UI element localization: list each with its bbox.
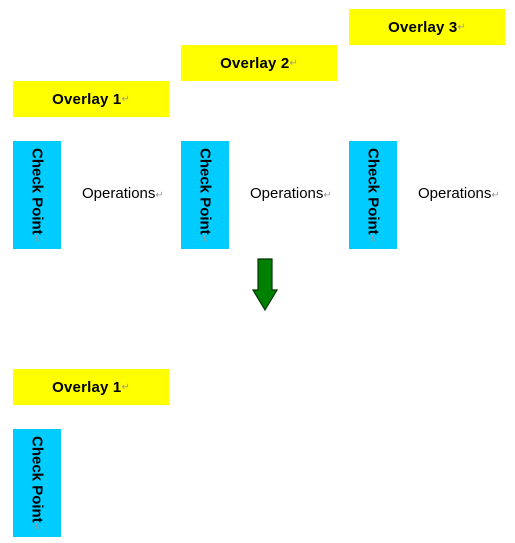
- operations-3-label: Operations↵: [418, 185, 500, 202]
- arrow-down-icon: [252, 258, 278, 312]
- paragraph-mark-icon: ↵: [491, 190, 500, 201]
- arrow-down-shape: [252, 258, 278, 312]
- paragraph-mark-icon: ↵: [323, 190, 332, 201]
- result-checkpoint-box: Check Point↵: [13, 429, 61, 537]
- operations-2-label: Operations↵: [250, 185, 332, 202]
- overlay-3-label: Overlay 3: [388, 18, 458, 36]
- checkpoint-1-box: Check Point↵: [13, 141, 61, 249]
- checkpoint-3-box: Check Point↵: [349, 141, 397, 249]
- operations-1-label: Operations↵: [82, 185, 164, 202]
- paragraph-mark-icon: ↵: [121, 381, 130, 393]
- overlay-2-box: Overlay 2↵: [181, 45, 337, 81]
- overlay-1-box: Overlay 1↵: [13, 81, 169, 117]
- result-checkpoint-label: Check Point↵: [28, 435, 46, 531]
- checkpoint-3-label: Check Point↵: [364, 147, 382, 243]
- overlay-3-box: Overlay 3↵: [349, 9, 505, 45]
- paragraph-mark-icon: ↵: [121, 93, 130, 105]
- result-overlay-1-label: Overlay 1: [52, 378, 122, 396]
- paragraph-mark-icon: ↵: [367, 234, 378, 243]
- checkpoint-2-box: Check Point↵: [181, 141, 229, 249]
- paragraph-mark-icon: ↵: [155, 190, 164, 201]
- checkpoint-1-label: Check Point↵: [28, 147, 46, 243]
- paragraph-mark-icon: ↵: [457, 21, 466, 33]
- paragraph-mark-icon: ↵: [31, 522, 42, 531]
- checkpoint-2-label: Check Point↵: [196, 147, 214, 243]
- overlay-1-label: Overlay 1: [52, 90, 122, 108]
- paragraph-mark-icon: ↵: [199, 234, 210, 243]
- paragraph-mark-icon: ↵: [289, 57, 298, 69]
- result-overlay-1-box: Overlay 1↵: [13, 369, 169, 405]
- overlay-2-label: Overlay 2: [220, 54, 290, 72]
- paragraph-mark-icon: ↵: [31, 234, 42, 243]
